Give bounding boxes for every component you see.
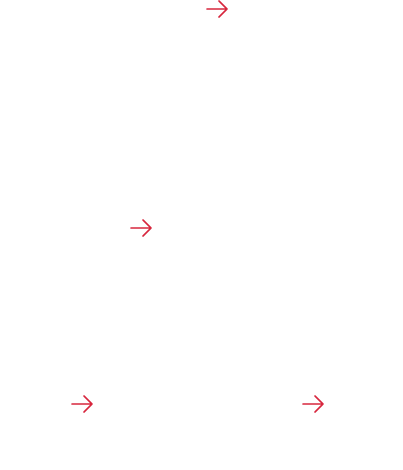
- arrow-right-icon: [130, 219, 152, 237]
- arrow-right-icon: [206, 0, 228, 18]
- arrow-right-icon: [71, 395, 93, 413]
- arrow-right-icon: [302, 395, 324, 413]
- arrow-link-4[interactable]: [301, 393, 327, 415]
- arrow-link-1[interactable]: [205, 0, 231, 20]
- arrow-link-2[interactable]: [129, 217, 155, 239]
- arrow-link-3[interactable]: [70, 393, 96, 415]
